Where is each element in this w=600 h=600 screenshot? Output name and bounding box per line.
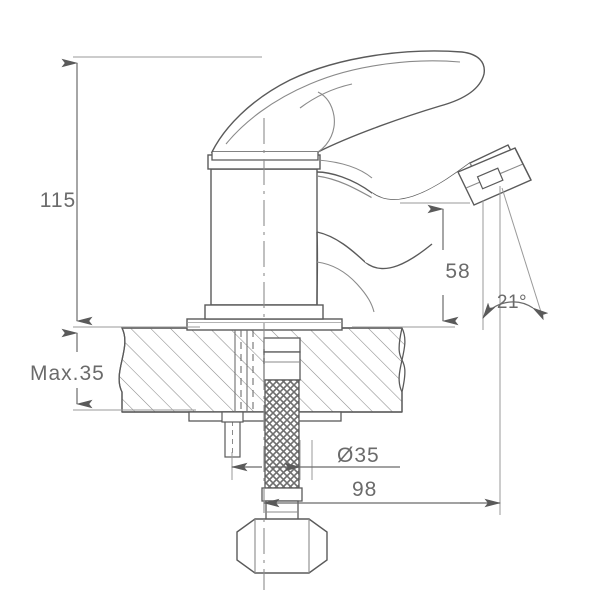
dimension-115: 115 xyxy=(40,58,93,326)
dimension-label-max35: Max.35 xyxy=(30,362,105,385)
dimension-98: 98 xyxy=(262,478,502,508)
dimension-dia35: Ø35 xyxy=(230,444,400,472)
lever-handle xyxy=(210,50,485,179)
dimension-label-98: 98 xyxy=(352,478,377,501)
counter-top xyxy=(118,327,406,413)
hex-nut xyxy=(236,518,328,574)
dimension-21deg: 21° xyxy=(482,187,549,321)
dimension-label-115: 115 xyxy=(40,189,76,212)
dimension-max35: Max.35 xyxy=(30,328,105,409)
dimension-label-dia35: Ø35 xyxy=(337,444,380,467)
dimension-label-21deg: 21° xyxy=(497,292,527,313)
threaded-stud xyxy=(234,330,301,412)
aerator xyxy=(457,147,532,206)
extension-lines xyxy=(73,56,501,515)
braided-hose xyxy=(261,379,303,532)
dimension-58: 58 xyxy=(427,204,470,326)
dimension-label-58: 58 xyxy=(445,260,470,283)
